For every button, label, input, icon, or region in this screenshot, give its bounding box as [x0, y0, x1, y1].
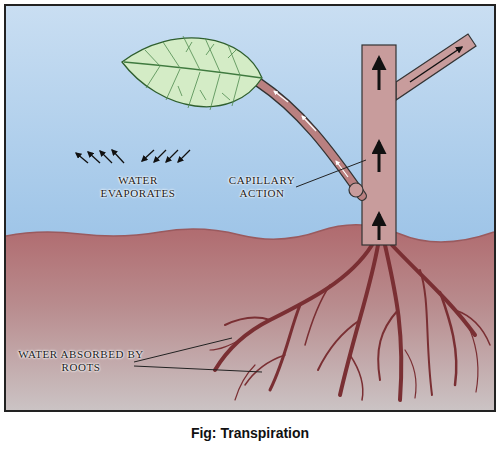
roots-part — [455, 310, 490, 345]
leaf-part — [210, 74, 220, 110]
roots-part — [405, 350, 416, 398]
leaf-part — [146, 66, 160, 88]
sky-background — [6, 6, 494, 410]
leaf — [122, 36, 262, 110]
evaporation-arrows-part — [76, 153, 88, 163]
trunk-part — [378, 58, 381, 90]
sky-background-part — [6, 6, 494, 410]
roots-part — [225, 318, 270, 325]
leader-lines-part — [134, 366, 262, 372]
leaf-part — [188, 72, 200, 108]
leaf-part — [232, 76, 240, 106]
leaf-stem-part — [302, 116, 316, 131]
leaf-part — [166, 69, 180, 100]
evaporation-arrows-part — [154, 150, 166, 162]
leader-lines-part — [134, 338, 232, 362]
soil-part — [6, 225, 494, 410]
leaf-part — [222, 93, 230, 100]
branch — [396, 34, 476, 100]
frame — [5, 5, 495, 411]
leaf-part — [228, 50, 236, 58]
roots-part — [470, 330, 478, 392]
soil-part — [6, 225, 494, 242]
roots-part — [440, 292, 456, 385]
soil — [6, 225, 494, 410]
leaf-part — [200, 90, 206, 100]
roots-part — [210, 340, 240, 350]
leaf-part — [124, 62, 262, 78]
trunk-part — [378, 142, 381, 172]
trunk-part — [362, 45, 396, 245]
branch-part — [396, 34, 476, 100]
evaporation-arrows — [76, 150, 190, 163]
process-label: WATER ABSORBED BY ROOTS — [16, 348, 146, 374]
leaf-part — [145, 36, 240, 110]
evaporation-arrows-part — [178, 150, 190, 162]
process-label: CAPILLARY ACTION — [222, 174, 302, 200]
roots-part — [378, 310, 398, 380]
roots-part — [305, 285, 330, 345]
roots-part — [392, 245, 475, 335]
roots-part — [350, 355, 363, 400]
evaporation-arrows-part — [100, 151, 112, 163]
leaf-part — [205, 38, 220, 72]
leaf-part — [206, 44, 214, 55]
evaporation-arrows-part — [142, 150, 154, 161]
branch-part — [410, 47, 462, 82]
leaf-part — [178, 86, 182, 96]
leaf-part — [183, 36, 200, 70]
roots-part — [420, 270, 432, 395]
roots — [210, 245, 490, 400]
evaporation-arrows-part — [112, 150, 124, 163]
roots-part — [270, 305, 300, 390]
trunk — [362, 45, 396, 245]
trunk-part — [378, 214, 381, 240]
frame-part — [5, 5, 495, 411]
leaf-stem-part — [349, 183, 363, 197]
evaporation-arrows-part — [166, 150, 178, 162]
process-label: WATER EVAPORATES — [88, 174, 188, 200]
figure-caption: Fig: Transpiration — [0, 425, 500, 441]
roots-part — [235, 365, 255, 400]
leaf-stem-part — [274, 91, 288, 102]
roots-part — [215, 245, 372, 370]
evaporation-arrows-part — [88, 152, 100, 163]
leaf-part — [228, 45, 240, 75]
leaf-part — [145, 50, 160, 66]
leader-lines-part — [296, 160, 366, 187]
roots-part — [318, 320, 360, 370]
leaf-part — [163, 42, 180, 68]
leaf-part — [186, 42, 192, 52]
